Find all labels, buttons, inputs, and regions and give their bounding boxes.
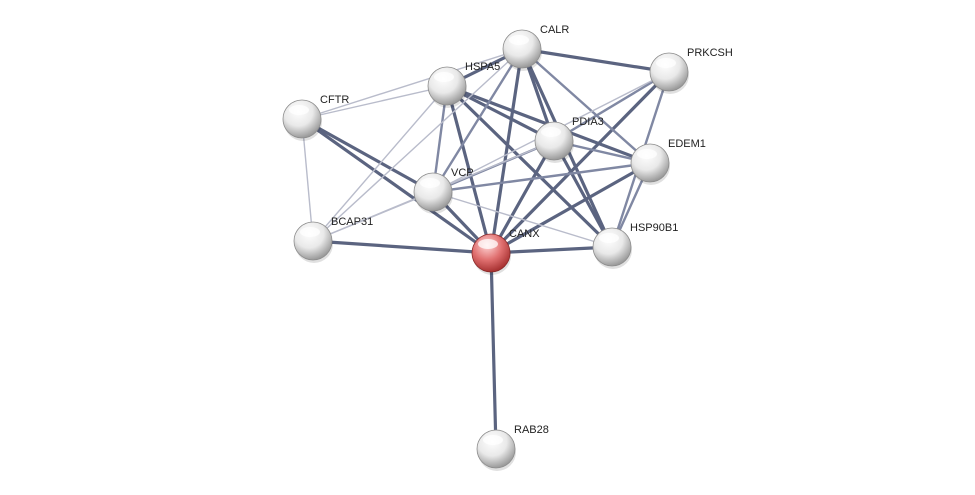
node-label-bcap31: BCAP31: [331, 216, 373, 228]
node-highlight: [478, 239, 498, 249]
node-highlight: [300, 227, 320, 237]
edge-hspa5-cftr: [301, 85, 448, 120]
node-label-canx: CANX: [509, 228, 540, 240]
edge-canx-pdia3: [489, 139, 556, 255]
edge-hspa5-pdia3: [445, 84, 556, 143]
node-label-edem1: EDEM1: [668, 138, 706, 150]
node-prkcsh[interactable]: PRKCSH: [649, 47, 733, 94]
edge-cftr-bcap31: [301, 118, 314, 242]
node-highlight: [420, 178, 440, 188]
node-label-hspa5: HSPA5: [465, 61, 500, 73]
node-vcp[interactable]: VCP: [413, 167, 474, 214]
edges-layer: [300, 47, 671, 451]
edge-calr-prkcsh: [520, 47, 671, 74]
node-edem1[interactable]: EDEM1: [630, 138, 706, 185]
node-pdia3[interactable]: PDIA3: [534, 116, 604, 163]
edge-cftr-vcp: [300, 117, 435, 194]
node-highlight: [509, 35, 529, 45]
edge-hsp90b1-vcp: [432, 191, 613, 248]
edge-hspa5-hsp90b1: [445, 84, 614, 249]
node-highlight: [541, 127, 561, 137]
edge-canx-bcap31: [311, 239, 493, 255]
edge-canx-hspa5: [445, 84, 493, 255]
node-hsp90b1[interactable]: HSP90B1: [592, 222, 678, 269]
node-calr[interactable]: CALR: [502, 24, 569, 71]
node-rab28[interactable]: RAB28: [476, 424, 549, 471]
edge-vcp-edem1: [431, 161, 652, 194]
node-canx[interactable]: CANX: [471, 228, 540, 275]
node-label-vcp: VCP: [451, 167, 474, 179]
node-label-calr: CALR: [540, 24, 569, 36]
edge-pdia3-hsp90b1: [552, 139, 614, 249]
edge-calr-cftr: [301, 48, 523, 120]
node-label-hsp90b1: HSP90B1: [630, 222, 678, 234]
edge-canx-cftr: [300, 117, 493, 255]
node-highlight: [599, 233, 619, 243]
node-hspa5[interactable]: HSPA5: [427, 61, 500, 108]
node-label-prkcsh: PRKCSH: [687, 47, 733, 59]
node-label-cftr: CFTR: [320, 94, 349, 106]
edge-bcap31-calr: [312, 48, 523, 242]
edge-canx-rab28: [489, 251, 498, 451]
node-label-pdia3: PDIA3: [572, 116, 604, 128]
node-highlight: [434, 72, 454, 82]
edge-canx-calr: [489, 47, 524, 255]
node-highlight: [483, 435, 503, 445]
edge-canx-hsp90b1: [489, 245, 614, 255]
edge-calr-vcp: [431, 47, 524, 194]
edge-bcap31-hspa5: [312, 85, 448, 242]
edge-canx-prkcsh: [489, 70, 671, 255]
edge-prkcsh-pdia3: [552, 70, 671, 143]
node-label-rab28: RAB28: [514, 424, 549, 436]
node-highlight: [656, 58, 676, 68]
node-highlight: [637, 149, 657, 159]
node-bcap31[interactable]: BCAP31: [293, 216, 373, 263]
node-cftr[interactable]: CFTR: [282, 94, 349, 141]
edge-calr-edem1: [520, 47, 652, 165]
node-highlight: [289, 105, 309, 115]
